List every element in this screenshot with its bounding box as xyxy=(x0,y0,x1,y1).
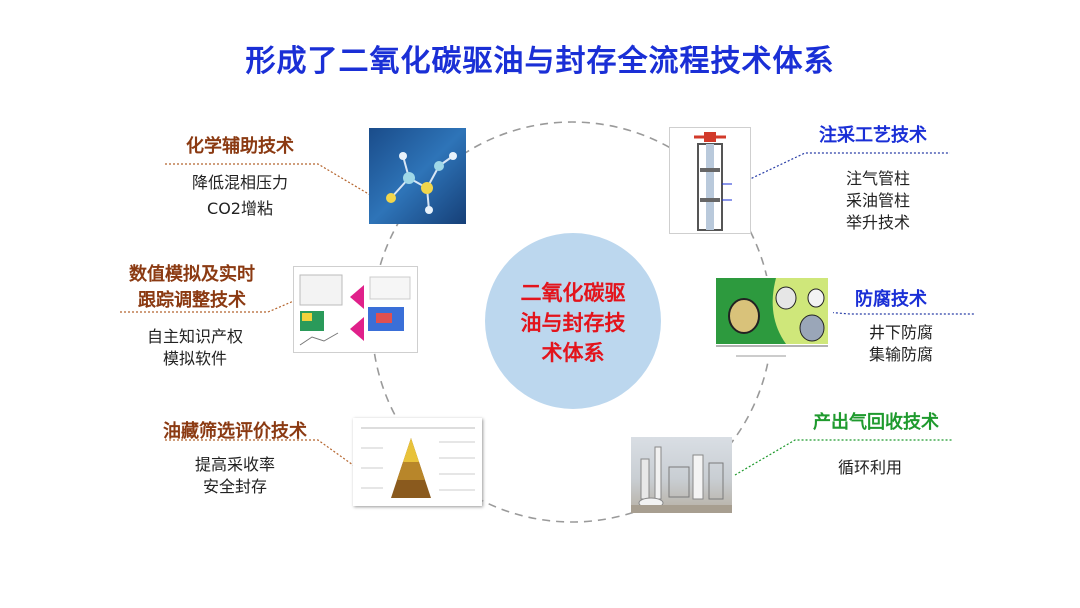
connector-chem xyxy=(165,163,373,197)
chem-items: 降低混相压力 CO2增粘 xyxy=(165,172,315,220)
sim-item: 模拟软件 xyxy=(162,349,227,368)
chem-item: CO2增粘 xyxy=(207,199,273,218)
simulation-image xyxy=(293,266,418,353)
reservoir-item: 提高采收率 xyxy=(194,455,275,474)
corrosion-heading: 防腐技术 xyxy=(855,289,927,310)
recovery-item: 循环利用 xyxy=(837,458,902,477)
center-circle xyxy=(485,233,661,409)
corrosion-image xyxy=(706,276,833,362)
plant-photo-icon xyxy=(631,446,732,513)
simulation-chart-icon xyxy=(299,274,411,346)
center-line-2: 油与封存技 xyxy=(520,311,626,335)
sim-item: 自主知识产权 xyxy=(146,327,243,346)
wellbore-image xyxy=(669,127,751,234)
connector-injection xyxy=(747,152,950,181)
pyramid-chart-icon xyxy=(361,427,475,498)
corrosion-item: 井下防腐 xyxy=(868,323,933,342)
corrosion-item: 集输防腐 xyxy=(868,345,933,364)
corrosion-chart-icon xyxy=(716,278,828,357)
injection-item: 注气管柱 xyxy=(845,169,910,188)
sim-heading: 数值模拟及实时 跟踪调整技术 xyxy=(112,262,272,314)
center-label: 二氧化碳驱 油与封存技 术体系 xyxy=(485,278,661,368)
injection-items: 注气管柱 采油管柱 举升技术 xyxy=(818,168,938,234)
recovery-items: 循环利用 xyxy=(810,457,930,479)
recovery-heading: 产出气回收技术 xyxy=(813,412,939,433)
chem-heading: 化学辅助技术 xyxy=(186,136,294,157)
center-line-1: 二氧化碳驱 xyxy=(520,281,626,305)
connector-recovery xyxy=(734,439,952,476)
sim-heading-line: 数值模拟及实时 xyxy=(129,264,255,285)
connector-sim xyxy=(120,299,297,313)
injection-item: 举升技术 xyxy=(845,213,910,232)
wellbore-icon xyxy=(694,132,732,231)
corrosion-items: 井下防腐 集输防腐 xyxy=(846,322,956,366)
reservoir-item: 安全封存 xyxy=(202,477,267,496)
molecule-image xyxy=(369,128,466,224)
center-line-3: 术体系 xyxy=(541,341,605,365)
plant-image xyxy=(631,437,732,513)
sim-heading-line: 跟踪调整技术 xyxy=(138,290,246,311)
injection-item: 采油管柱 xyxy=(845,191,910,210)
pyramid-image xyxy=(353,418,482,506)
page-title: 形成了二氧化碳驱油与封存全流程技术体系 xyxy=(245,44,835,79)
reservoir-items: 提高采收率 安全封存 xyxy=(155,454,315,498)
reservoir-heading: 油藏筛选评价技术 xyxy=(163,421,307,442)
chem-item: 降低混相压力 xyxy=(191,173,288,192)
molecule-icon xyxy=(386,152,457,214)
injection-heading: 注采工艺技术 xyxy=(819,125,927,146)
connector-reservoir xyxy=(165,439,361,471)
sim-items: 自主知识产权 模拟软件 xyxy=(115,326,275,370)
